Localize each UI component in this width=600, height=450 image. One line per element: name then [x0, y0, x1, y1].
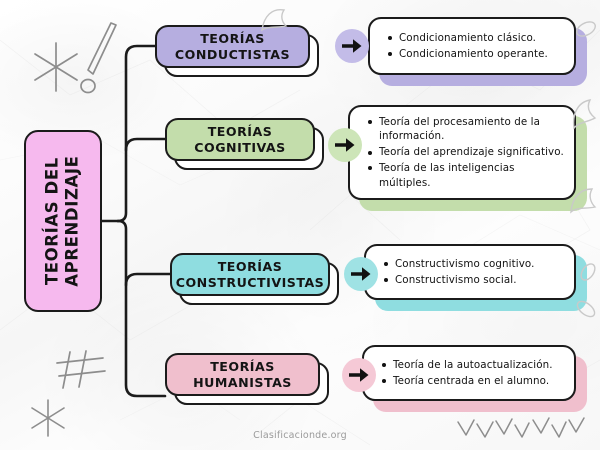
arrow-right-icon [328, 128, 362, 162]
arrow-right-glyph [335, 138, 355, 152]
category-label-line2: COGNITIVAS [194, 139, 286, 155]
asterisk-doodle [34, 42, 78, 92]
detail-list: Constructivismo cognitivo. Constructivis… [382, 256, 564, 289]
main-title-line2: APRENDIZAJE [63, 155, 83, 287]
arrow-right-icon [342, 358, 376, 392]
category-label-line1: TEORÍAS [210, 358, 275, 374]
watermark: Clasificacionde.org [253, 430, 347, 441]
list-item: Teoría de las inteligencias múltiples. [368, 161, 564, 190]
list-item: Teoría de la autoactualización. [382, 358, 564, 373]
category-node-cognitivas[interactable]: TEORÍAS COGNITIVAS [165, 118, 324, 170]
detail-box-face: Condicionamiento clásico. Condicionamien… [368, 17, 576, 75]
category-label-line2: CONDUCTISTAS [174, 46, 291, 62]
detail-box-face: Teoría del procesamiento de la informaci… [348, 105, 576, 200]
main-title-line1: TEORÍAS DEL [42, 157, 62, 285]
arrow-right-icon [335, 29, 369, 63]
list-item: Teoría del procesamiento de la informaci… [368, 115, 564, 144]
arrow-right-glyph [349, 368, 369, 382]
detail-box-humanistas: Teoría de la autoactualización. Teoría c… [362, 345, 587, 412]
main-title-node: TEORÍAS DEL APRENDIZAJE [24, 130, 102, 312]
detail-box-conductistas: Condicionamiento clásico. Condicionamien… [368, 17, 587, 86]
category-node-humanistas[interactable]: TEORÍAS HUMANISTAS [165, 353, 329, 405]
category-node-face: TEORÍAS CONSTRUCTIVISTAS [170, 253, 330, 296]
exclamation-doodle [80, 22, 117, 94]
category-node-face: TEORÍAS COGNITIVAS [165, 118, 315, 161]
category-label-line1: TEORÍAS [207, 123, 273, 139]
category-node-face: TEORÍAS HUMANISTAS [165, 353, 320, 396]
category-node-constructivistas[interactable]: TEORÍAS CONSTRUCTIVISTAS [170, 253, 339, 305]
main-title-label: TEORÍAS DEL APRENDIZAJE [43, 155, 83, 286]
detail-box-face: Constructivismo cognitivo. Constructivis… [364, 244, 576, 300]
detail-list: Teoría del procesamiento de la informaci… [366, 114, 564, 192]
arrow-right-icon [344, 257, 378, 291]
category-label-line2: HUMANISTAS [193, 374, 292, 390]
list-item: Constructivismo cognitivo. [384, 257, 564, 272]
hash-doodle [56, 350, 106, 389]
list-item: Condicionamiento operante. [388, 47, 564, 62]
list-item: Constructivismo social. [384, 273, 564, 288]
detail-box-cognitivas: Teoría del procesamiento de la informaci… [348, 105, 587, 211]
category-label-line1: TEORÍAS [217, 258, 283, 274]
detail-box-face: Teoría de la autoactualización. Teoría c… [362, 345, 576, 401]
detail-box-constructivistas: Constructivismo cognitivo. Constructivis… [364, 244, 587, 311]
category-node-face: TEORÍAS CONDUCTISTAS [155, 25, 310, 68]
list-item: Teoría del aprendizaje significativo. [368, 146, 564, 159]
detail-list: Teoría de la autoactualización. Teoría c… [380, 357, 564, 390]
category-label-line1: TEORÍAS [200, 30, 265, 46]
list-item: Teoría centrada en el alumno. [382, 374, 564, 389]
list-item: Condicionamiento clásico. [388, 31, 564, 46]
category-node-conductistas[interactable]: TEORÍAS CONDUCTISTAS [155, 25, 319, 77]
detail-list: Condicionamiento clásico. Condicionamien… [386, 30, 564, 63]
arrow-right-glyph [351, 267, 371, 281]
arrow-right-glyph [342, 39, 362, 53]
category-label-line2: CONSTRUCTIVISTAS [175, 274, 325, 290]
